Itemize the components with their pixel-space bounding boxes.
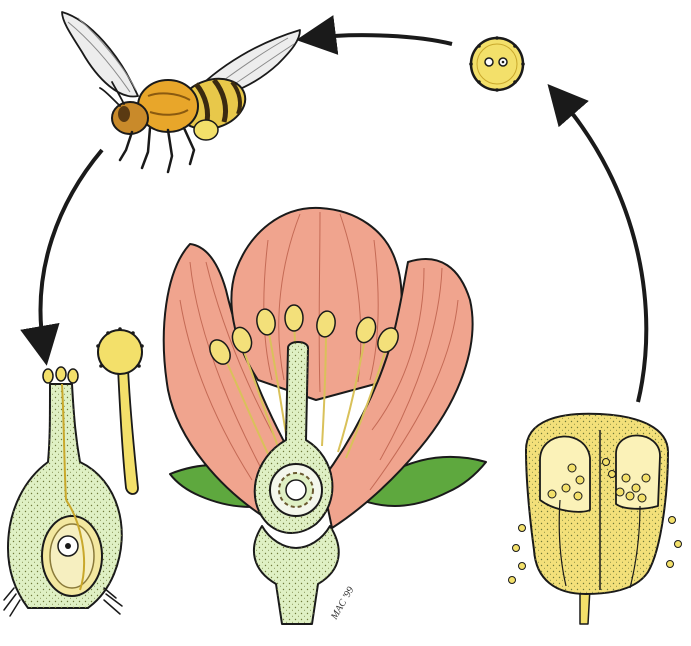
anther-icon [509,414,682,624]
flower-icon: MAC '99 [164,208,486,624]
arrow-bee-to-pistil [41,150,102,350]
arrow-pollen-to-bee [312,35,452,44]
germinating-pollen-icon [96,327,144,494]
artist-signature: MAC '99 [329,585,357,622]
pistil-icon [4,367,122,616]
pollen-grain-icon [469,36,525,92]
bee-icon [62,12,300,172]
arrow-anther-to-pollen [558,96,646,402]
